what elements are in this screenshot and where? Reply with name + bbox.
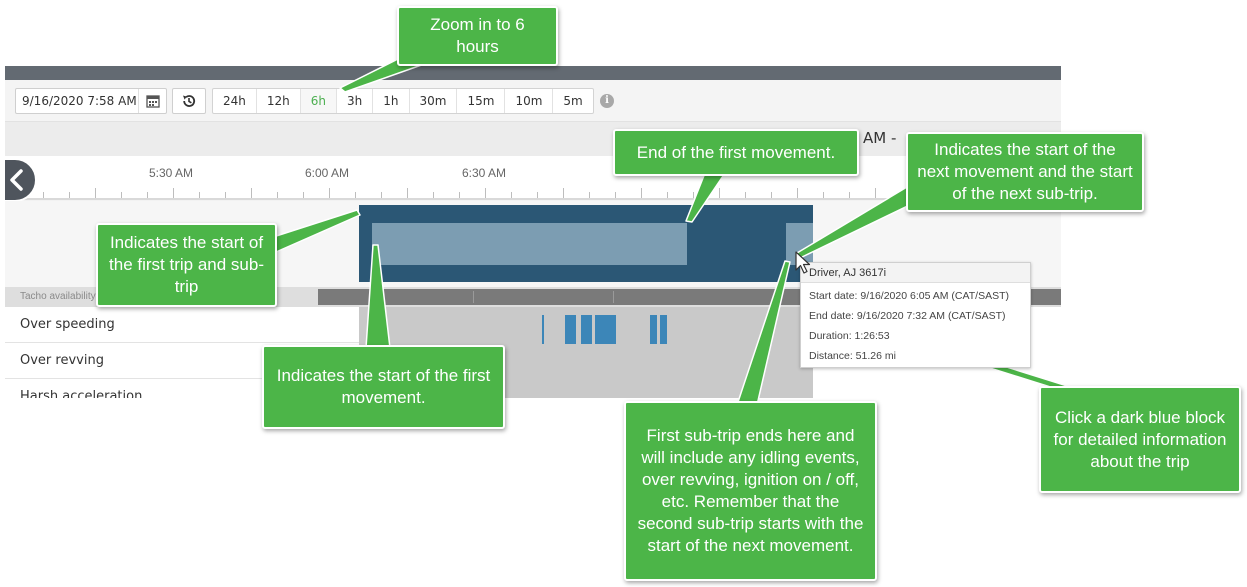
ruler-tick (719, 188, 720, 198)
ruler-tick (251, 188, 252, 198)
ruler-tick (537, 192, 538, 198)
time-ruler: 5:30 AM 6:00 AM 6:30 AM (5, 156, 1061, 200)
ruler-tick (329, 188, 330, 198)
ruler-tick (303, 192, 304, 198)
callout-zoom: Zoom in to 6 hours (397, 6, 558, 66)
date-time-input[interactable]: 9/16/2020 7:58 AM (15, 88, 167, 114)
ruler-tick (797, 188, 798, 198)
zoom-5m-button[interactable]: 5m (563, 94, 583, 108)
zoom-button-group: 24h 12h 6h 3h 1h 30m 15m 10m 5m (212, 88, 594, 114)
ruler-tick (511, 192, 512, 198)
event-bar[interactable] (660, 315, 667, 344)
callout-start-next-movement: Indicates the start of the next movement… (906, 132, 1144, 212)
mouse-pointer-icon (795, 251, 811, 274)
date-header-bar: AM - (5, 122, 1061, 156)
tacho-availability-label: Tacho availability (20, 291, 96, 302)
zoom-15m-button[interactable]: 15m (457, 89, 506, 113)
callout-start-first-movement: Indicates the start of the first movemen… (262, 345, 505, 429)
history-icon[interactable] (172, 88, 206, 114)
harsh-acceleration-label: Harsh acceleration (20, 389, 143, 398)
trip-block[interactable] (359, 205, 813, 282)
zoom-24h-button[interactable]: 24h (213, 89, 257, 113)
ruler-tick (173, 188, 174, 198)
ruler-tick (615, 192, 616, 198)
tooltip-driver: Driver, AJ 3617i (801, 263, 1030, 283)
ruler-tick (693, 192, 694, 198)
ruler-tick (381, 192, 382, 198)
callout-click-block: Click a dark blue block for detailed inf… (1039, 386, 1241, 493)
ruler-tick (355, 192, 356, 198)
ruler-tick (147, 192, 148, 198)
event-bar[interactable] (650, 315, 657, 344)
ruler-tick (641, 188, 642, 198)
info-icon[interactable]: i (600, 94, 614, 108)
ruler-tick (823, 192, 824, 198)
ruler-tick (433, 192, 434, 198)
over-revving-label: Over revving (20, 353, 104, 368)
ruler-tick (277, 192, 278, 198)
ruler-tick (901, 192, 902, 198)
ruler-tick (875, 188, 876, 198)
event-bar[interactable] (581, 315, 592, 344)
zoom-1h-button[interactable]: 1h (373, 89, 410, 113)
ruler-tick (121, 192, 122, 198)
tooltip-distance: Distance: 51.26 mi (809, 350, 896, 362)
tick-label-0600: 6:00 AM (305, 166, 350, 180)
zoom-30m-button[interactable]: 30m (410, 89, 458, 113)
tooltip-duration: Duration: 1:26:53 (809, 330, 890, 342)
ruler-tick (225, 192, 226, 198)
movement-block-first[interactable] (372, 223, 687, 265)
tick-label-0630: 6:30 AM (462, 166, 507, 180)
tooltip-start-date: Start date: 9/16/2020 6:05 AM (CAT/SAST) (809, 290, 1009, 302)
ruler-tick (485, 188, 486, 198)
zoom-3h-button[interactable]: 3h (337, 89, 374, 113)
tacho-segment-divider (613, 291, 614, 303)
ruler-tick (563, 188, 564, 198)
ruler-tick (745, 192, 746, 198)
ruler-tick (43, 192, 44, 198)
callout-end-first-movement: End of the first movement. (613, 129, 859, 176)
zoom-10m-button[interactable]: 10m (505, 89, 554, 113)
ruler-tick (589, 192, 590, 198)
date-header-label: AM - (863, 129, 897, 147)
timeline-toolbar: 9/16/2020 7:58 AM 24h 12h 6h 3h 1h 30m 1… (5, 80, 1061, 122)
event-bar[interactable] (565, 315, 576, 344)
tick-label-0530: 5:30 AM (149, 166, 194, 180)
chevron-left-icon (10, 169, 23, 191)
zoom-12h-button[interactable]: 12h (257, 89, 301, 113)
app-top-bar (5, 66, 1061, 80)
ruler-tick (199, 192, 200, 198)
ruler-tick (771, 192, 772, 198)
ruler-tick (849, 192, 850, 198)
callout-first-subtrip-ends: First sub-trip ends here and will includ… (624, 401, 877, 581)
event-bar[interactable] (595, 315, 616, 344)
trip-details-tooltip: Driver, AJ 3617i Start date: 9/16/2020 6… (800, 262, 1031, 368)
event-bar[interactable] (542, 315, 544, 344)
calendar-icon[interactable] (138, 89, 166, 113)
ruler-tick (69, 192, 70, 198)
ruler-tick (95, 188, 96, 198)
ruler-tick (667, 192, 668, 198)
tooltip-end-date: End date: 9/16/2020 7:32 AM (CAT/SAST) (809, 310, 1006, 322)
over-speeding-row: Over speeding (5, 307, 359, 343)
ruler-tick (459, 192, 460, 198)
tacho-segment-divider (473, 291, 474, 303)
over-speeding-label: Over speeding (20, 317, 115, 332)
callout-start-first-trip: Indicates the start of the first trip an… (96, 223, 277, 307)
ruler-tick (407, 188, 408, 198)
zoom-6h-button[interactable]: 6h (300, 89, 337, 113)
date-time-value[interactable]: 9/16/2020 7:58 AM (22, 94, 137, 108)
